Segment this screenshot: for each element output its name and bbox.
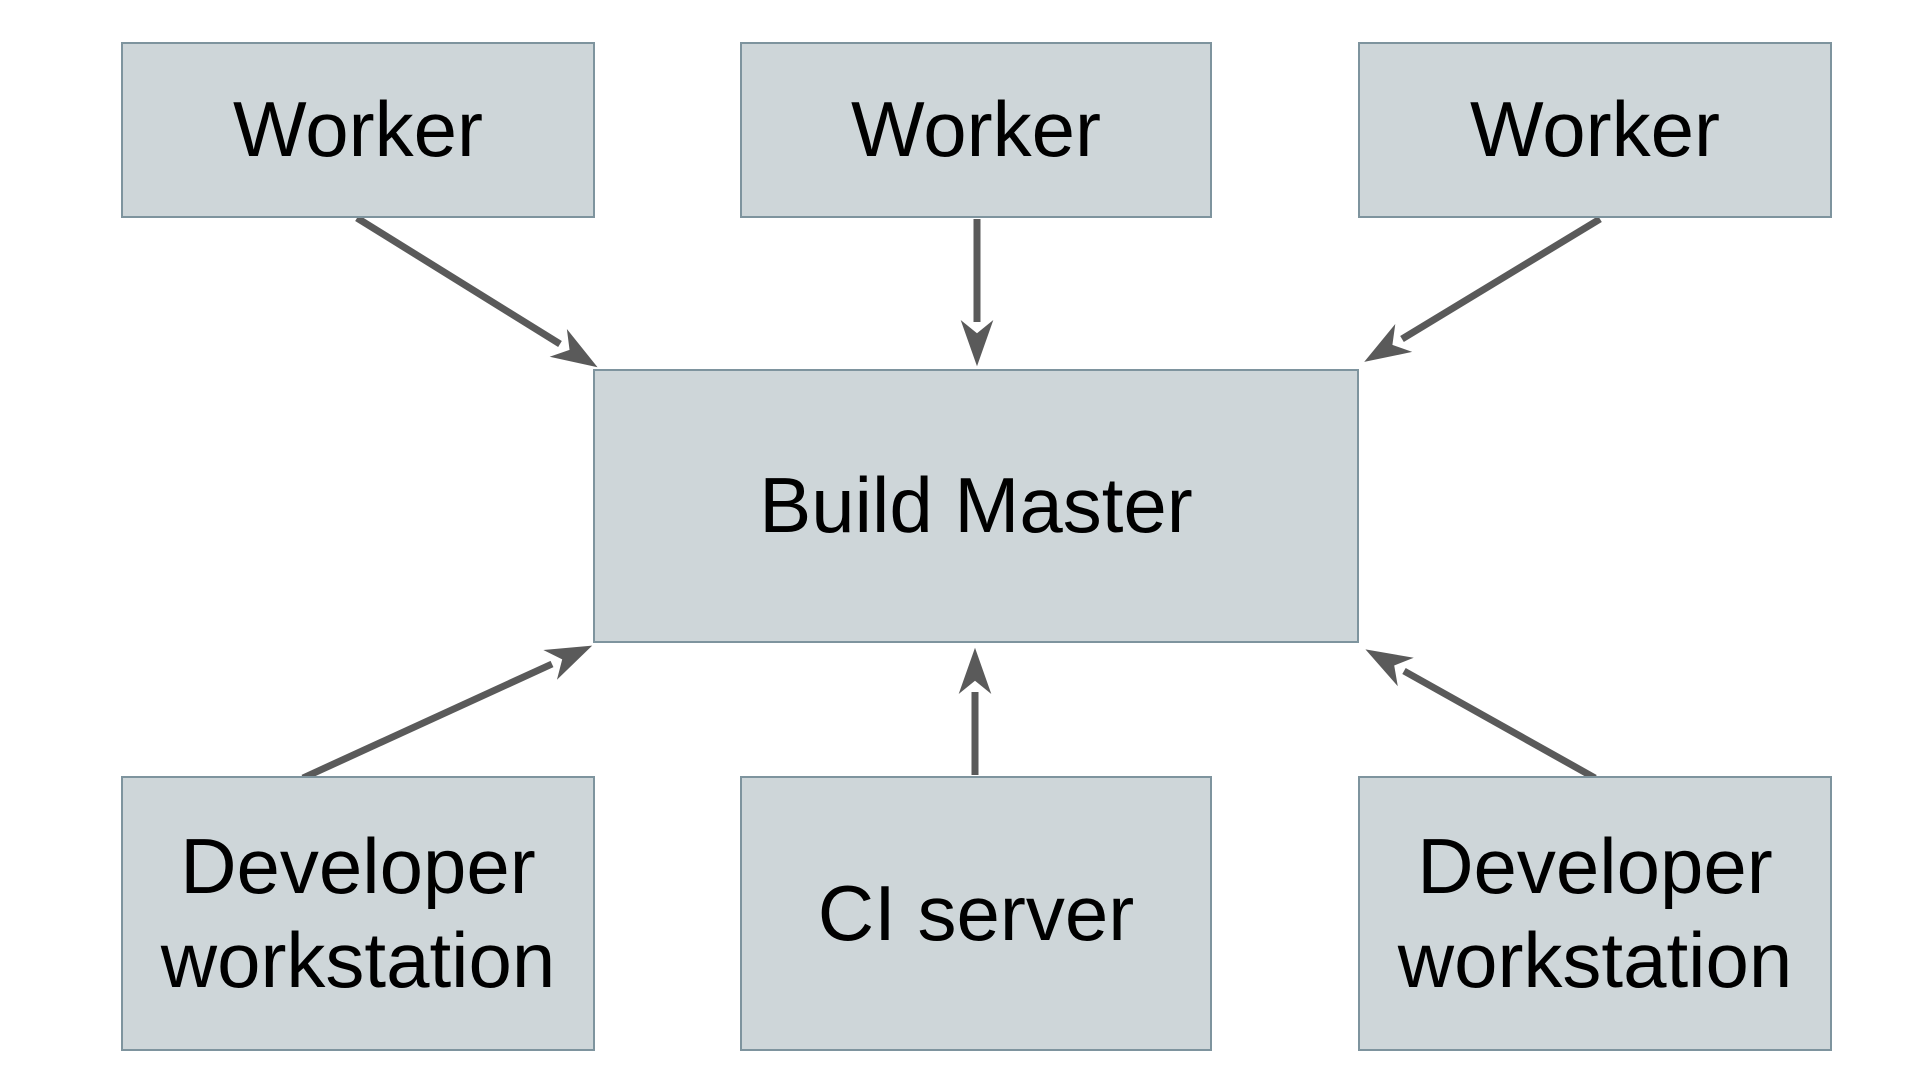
node-developer-workstation-1: Developer workstation <box>121 776 595 1051</box>
node-ci-server-label: CI server <box>817 868 1135 957</box>
node-worker-1-label: Worker <box>233 85 483 174</box>
arrow-dev-workstation-2-to-build-master <box>1365 649 1597 782</box>
node-build-master: Build Master <box>593 369 1359 643</box>
node-worker-2: Worker <box>740 42 1212 218</box>
node-build-master-label: Build Master <box>759 461 1193 550</box>
arrow-worker-3-to-build-master <box>1364 216 1602 362</box>
node-developer-workstation-2-label: Developer workstation <box>1397 821 1793 1004</box>
node-ci-server: CI server <box>740 776 1212 1051</box>
node-worker-3-label: Worker <box>1470 85 1720 174</box>
node-worker-3: Worker <box>1358 42 1832 218</box>
arrow-worker-1-to-build-master <box>355 215 598 368</box>
arrow-dev-workstation-1-to-build-master <box>301 645 593 782</box>
node-worker-1: Worker <box>121 42 595 218</box>
node-developer-workstation-2: Developer workstation <box>1358 776 1832 1051</box>
node-developer-workstation-1-label: Developer workstation <box>160 821 556 1004</box>
node-worker-2-label: Worker <box>851 85 1101 174</box>
